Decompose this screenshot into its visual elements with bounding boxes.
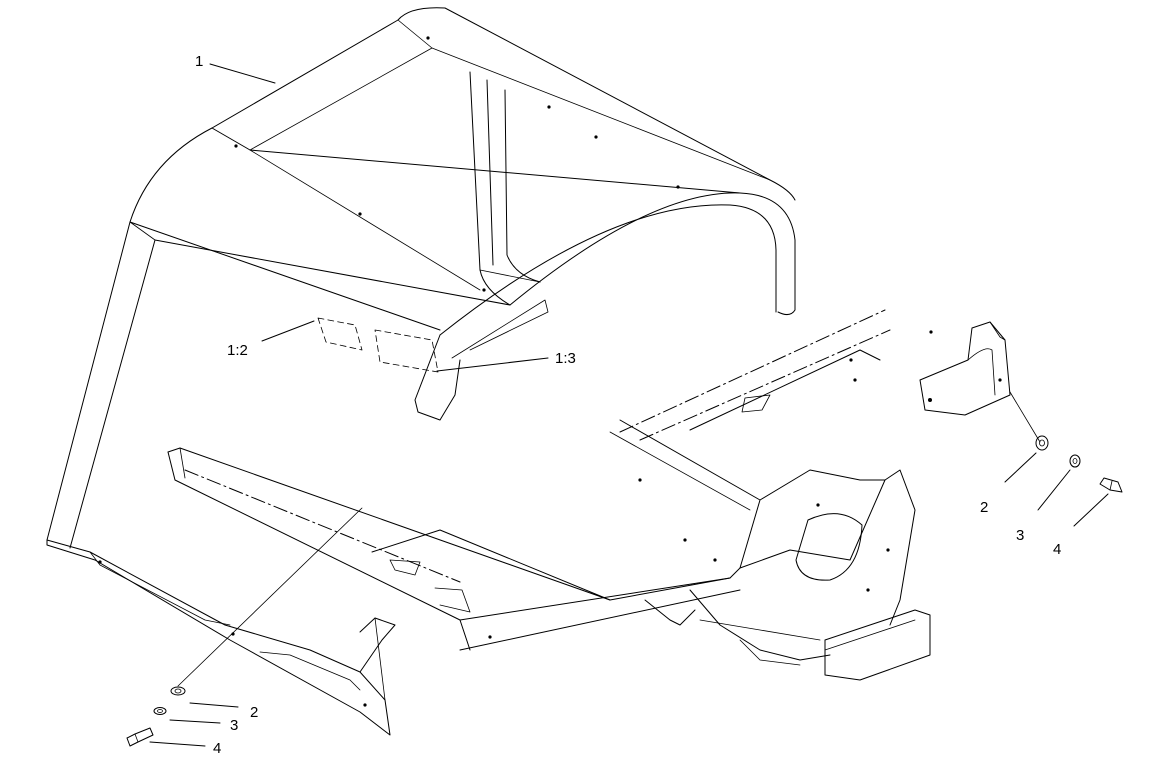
callout-2-left: 2 [250, 704, 258, 721]
callout-3-left: 3 [230, 717, 238, 734]
left-mounting-rail [46, 507, 396, 747]
callout-2-right: 2 [980, 499, 988, 516]
right-mounting-bracket [919, 321, 1123, 493]
left-lock-washer [153, 707, 167, 715]
canopy-assembly [46, 7, 796, 549]
left-washer [170, 686, 186, 696]
callout-4-left: 4 [213, 740, 221, 757]
callout-3-right: 3 [1016, 527, 1024, 544]
left-bolt [126, 727, 154, 747]
right-washer [1035, 435, 1049, 451]
callout-1-3: 1:3 [555, 350, 576, 367]
right-bolt [1099, 477, 1123, 493]
chassis-frame [167, 309, 931, 681]
right-lock-washer [1069, 454, 1081, 468]
callout-1: 1 [195, 53, 203, 70]
callout-4-right: 4 [1053, 541, 1061, 558]
leader-lines [149, 63, 1109, 747]
callout-1-2: 1:2 [227, 342, 248, 359]
